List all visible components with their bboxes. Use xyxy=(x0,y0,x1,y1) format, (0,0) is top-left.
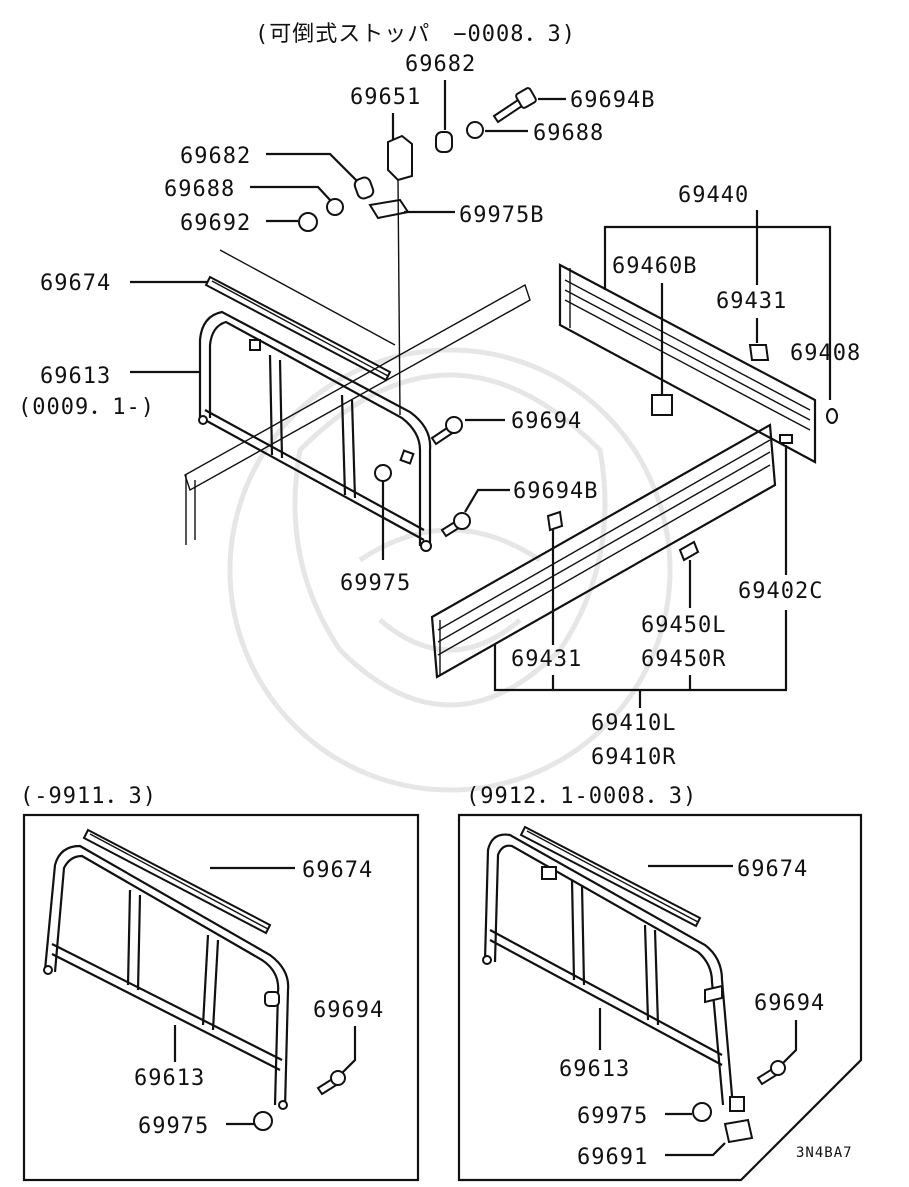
pad-part xyxy=(368,198,410,220)
collar-part xyxy=(435,131,453,153)
part-number-69460b: 69460B xyxy=(612,254,697,279)
headboard-frame-box1 xyxy=(43,828,290,1110)
diagram-code: 3N4BA7 xyxy=(796,1145,853,1161)
bolt-69694 xyxy=(430,416,463,446)
part-number-69402c: 69402C xyxy=(738,579,823,604)
pad-69975 xyxy=(374,464,392,482)
part-number-69694: 69694 xyxy=(511,409,582,434)
hinge-part xyxy=(651,394,673,416)
box1-part-number-69613: 69613 xyxy=(134,1066,205,1091)
box2-bolt xyxy=(756,1060,786,1086)
part-number-69674: 69674 xyxy=(40,271,111,296)
hook-part-right xyxy=(748,344,770,361)
part-number-69410r: 69410R xyxy=(591,745,676,770)
box1-part-number-69694: 69694 xyxy=(313,998,384,1023)
grommet-part xyxy=(826,408,838,424)
nut-part xyxy=(298,212,318,232)
side-gate-part xyxy=(430,423,777,679)
box2-cushion xyxy=(723,1118,754,1144)
box1-part-number-69674: 69674 xyxy=(302,858,373,883)
headboard-frame-box2 xyxy=(482,825,745,1112)
box2-part-number-69613: 69613 xyxy=(559,1057,630,1082)
variant-box-2 xyxy=(457,813,863,1182)
washer-part xyxy=(466,121,484,139)
rear-gate-part xyxy=(558,263,817,464)
part-number-69410l: 69410L xyxy=(591,711,676,736)
part-number-69682-top: 69682 xyxy=(405,52,476,77)
part-number-69694b: 69694B xyxy=(513,479,598,504)
part-number-69440: 69440 xyxy=(678,183,749,208)
box2-part-number-69694: 69694 xyxy=(754,991,825,1016)
range-note-left: (0009．1-) xyxy=(18,395,155,420)
part-number-69694b-top: 69694B xyxy=(570,88,655,113)
bolt-69694b xyxy=(440,512,471,538)
part-number-69688-top: 69688 xyxy=(533,121,604,146)
range-note-box1: (-9911．3) xyxy=(20,784,157,809)
part-number-69692: 69692 xyxy=(180,211,251,236)
box2-pad xyxy=(692,1102,712,1122)
part-number-69651: 69651 xyxy=(350,85,421,110)
part-number-69975: 69975 xyxy=(340,571,411,596)
variant-box-1 xyxy=(22,813,420,1182)
part-number-69688-left: 69688 xyxy=(164,177,235,202)
part-number-69613: 69613 xyxy=(40,364,111,389)
box1-bolt xyxy=(316,1070,346,1096)
part-number-69450l: 69450L xyxy=(641,613,726,638)
pin-part xyxy=(678,540,700,562)
box2-part-number-69674: 69674 xyxy=(737,857,808,882)
part-number-69682-left: 69682 xyxy=(180,144,251,169)
box1-pad xyxy=(253,1111,273,1131)
box1-part-number-69975: 69975 xyxy=(138,1114,209,1139)
clip-part xyxy=(779,434,793,444)
part-number-69431-bottom: 69431 xyxy=(511,647,582,672)
cab-panel-outline xyxy=(184,283,531,545)
headboard-frame-part xyxy=(198,310,432,552)
part-number-69408: 69408 xyxy=(790,341,861,366)
range-note-box2: (9912．1-0008．3) xyxy=(466,784,697,809)
stopper-bracket-part xyxy=(387,134,413,182)
range-note-top: (可倒式ストッパ −0008．3) xyxy=(255,22,576,47)
washer-part-left xyxy=(326,198,344,216)
part-number-69431-right: 69431 xyxy=(716,289,787,314)
box2-part-number-69691: 69691 xyxy=(577,1145,648,1170)
box2-part-number-69975: 69975 xyxy=(577,1104,648,1129)
part-number-69975b: 69975B xyxy=(459,203,544,228)
hook-part-bottom xyxy=(546,510,564,532)
collar-part-left xyxy=(353,176,375,200)
part-number-69450r: 69450R xyxy=(641,647,726,672)
bolt-part xyxy=(492,87,537,124)
